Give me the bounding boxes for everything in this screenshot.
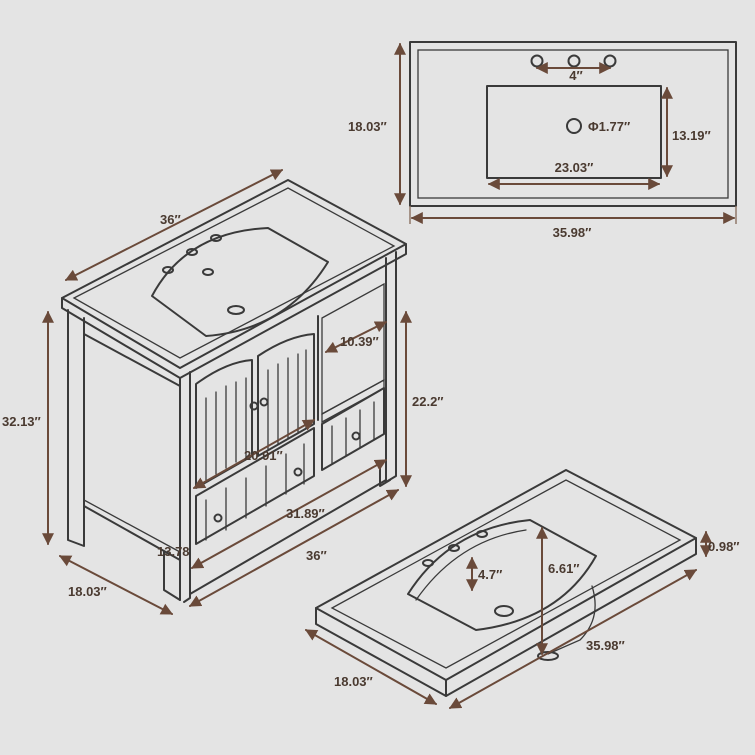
top-depth-label: 18.03″ (348, 119, 387, 134)
sink-thickness-label: 0.98″ (708, 539, 740, 554)
sink-width-dimension (448, 569, 698, 709)
shelf-depth-dimension (324, 321, 388, 353)
top-width-label-iso: 36″ (160, 212, 181, 227)
basin-width-label: 23.03″ (555, 160, 594, 175)
countertop-inner-edge (417, 49, 729, 199)
cabinet-view: 36″ 10.39″ 22.2″ 32.13″ 20.91″ 31.89″ 36… (2, 169, 444, 615)
front-width-label: 36″ (306, 548, 327, 563)
sink-depth-label: 18.03″ (334, 674, 373, 689)
total-height-label: 32.13″ (2, 414, 41, 429)
door-width-label: 20.91″ (244, 448, 283, 463)
cabinet-left-leg (67, 309, 85, 547)
sink-width-label: 35.98″ (586, 638, 625, 653)
side-depth-label: 13.78 (157, 544, 190, 559)
sink-faucet-hole-label: 4.7″ (478, 567, 502, 582)
cabinet-depth-label: 18.03″ (68, 584, 107, 599)
sink-basin-height-label: 6.61″ (548, 561, 580, 576)
shelf-depth-label: 10.39″ (340, 334, 379, 349)
countertop-outline (409, 41, 737, 207)
top-view: 4″ Φ1.77″ 23.03″ 13.19″ 18.03″ 35.98″ (348, 41, 737, 240)
front-width-dimension (188, 489, 400, 607)
faucet-holes (530, 54, 617, 68)
sink-drain (494, 605, 514, 617)
basin-depth-label: 13.19″ (672, 128, 711, 143)
sink-depth-dimension (304, 629, 438, 705)
cabinet-height-label: 22.2″ (412, 394, 444, 409)
sink-top (315, 469, 697, 681)
drain-hole (566, 118, 582, 134)
top-width-label: 35.98″ (553, 225, 592, 240)
cabinet-doors (195, 333, 315, 489)
drain-diameter-label: Φ1.77″ (588, 119, 630, 134)
sink-view: 0.98″ 6.61″ 4.7″ 35.98″ 18.03″ (304, 469, 740, 709)
cabinet-depth-dimension (58, 555, 174, 615)
top-width-dimension-iso (64, 169, 284, 281)
inner-width-label: 31.89″ (286, 506, 325, 521)
faucet-spacing-label: 4″ (569, 68, 582, 83)
